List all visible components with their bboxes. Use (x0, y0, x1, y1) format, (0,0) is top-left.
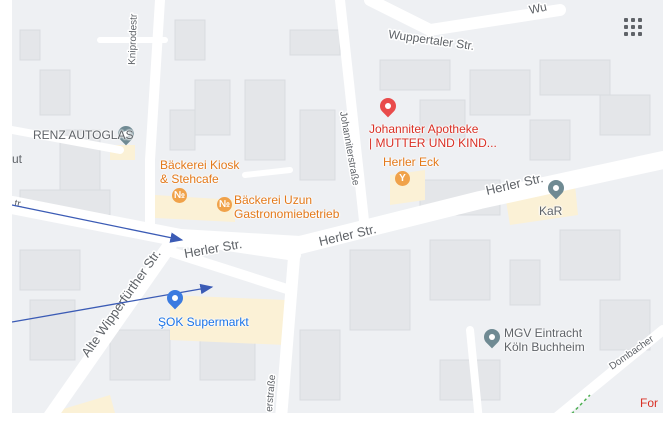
edge-fragment-bottom-right: For (640, 396, 658, 410)
street-label-kniprodestr: Kniprodestr (127, 13, 140, 65)
poi-label-uzun-line1: Bäckerei Uzun (234, 193, 313, 207)
street-label-bottom: erstraße (264, 374, 278, 412)
left-margin (0, 0, 12, 431)
poi-label-kiosk-line1: Bäckerei Kiosk (160, 158, 240, 172)
poi-label-uzun-line2: Gastronomiebetrieb (234, 207, 340, 221)
poi-label-herler-eck: Herler Eck (383, 155, 440, 169)
poi-label-kiosk-line2: & Stehcafe (160, 172, 219, 186)
poi-label-sok: ŞOK Supermarkt (158, 315, 249, 329)
apps-grid-icon[interactable] (622, 16, 644, 38)
poi-label-mgv-line2: Köln Buchheim (504, 340, 585, 354)
fork-knife-icon: № (217, 197, 232, 212)
poi-label-apotheke-line2: | MUTTER UND KIND... (369, 136, 497, 150)
poi-label-mgv-line1: MGV Eintracht (504, 326, 583, 340)
poi-label-kar: KaR (539, 204, 563, 218)
poi-label-renz: RENZ AUTOGLAS (33, 128, 134, 142)
poi-label-apotheke-line1: Johanniter Apotheke (369, 122, 479, 136)
fork-knife-icon: № (172, 188, 187, 203)
annotation-arrow-upper (11, 204, 184, 243)
bottom-margin (0, 413, 663, 431)
street-label-wup-top: Wu (528, 0, 548, 17)
edge-fragment-left: ut (12, 152, 23, 166)
street-label-left-tr: tr. (13, 198, 23, 210)
cocktail-icon: Y (395, 171, 410, 186)
